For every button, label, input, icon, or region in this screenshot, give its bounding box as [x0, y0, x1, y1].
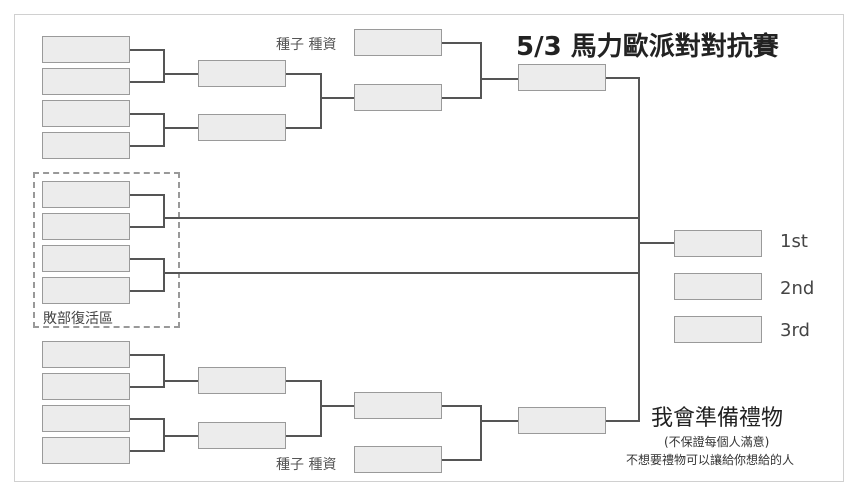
first-place-slot[interactable] — [674, 230, 762, 257]
first-place-label: 1st — [780, 231, 808, 252]
repechage-slot-2[interactable] — [42, 213, 130, 240]
connector — [606, 420, 640, 422]
third-place-slot[interactable] — [674, 316, 762, 343]
gift-note-title: 我會準備禮物 — [651, 406, 784, 431]
connector — [320, 380, 322, 437]
connector — [163, 217, 640, 219]
tournament-title: 5/3 馬力歐派對對抗賽 — [516, 32, 779, 62]
repechage-slot-3[interactable] — [42, 245, 130, 272]
bottom-round3-slot[interactable] — [354, 392, 442, 419]
connector — [320, 73, 322, 129]
top-seed-slot[interactable] — [354, 29, 442, 56]
connector — [286, 127, 322, 129]
top-round1-slot-2[interactable] — [42, 68, 130, 95]
connector — [638, 242, 674, 244]
bottom-round2-slot-1[interactable] — [198, 367, 286, 394]
repechage-label: 敗部復活區 — [43, 311, 113, 327]
connector — [130, 49, 164, 51]
seed-label-bottom: 種子 種資 — [276, 457, 337, 473]
top-round1-slot-4[interactable] — [42, 132, 130, 159]
bottom-seed-slot[interactable] — [354, 446, 442, 473]
connector — [130, 290, 164, 292]
third-place-label: 3rd — [780, 320, 810, 341]
connector — [130, 81, 164, 83]
connector — [130, 386, 164, 388]
connector — [163, 354, 165, 388]
connector — [480, 405, 482, 461]
connector — [286, 73, 322, 75]
connector — [163, 127, 199, 129]
connector — [130, 226, 164, 228]
connector — [320, 97, 354, 99]
connector — [163, 435, 199, 437]
connector — [480, 78, 518, 80]
connector — [130, 258, 164, 260]
connector — [606, 77, 640, 79]
gift-note-line-2: 不想要禮物可以讓給你想給的人 — [626, 453, 795, 467]
connector — [480, 420, 518, 422]
connector — [163, 258, 165, 292]
repechage-area — [33, 172, 180, 328]
connector — [320, 405, 354, 407]
connector — [442, 459, 482, 461]
connector — [130, 145, 164, 147]
connector — [163, 73, 199, 75]
connector — [163, 380, 199, 382]
bottom-round1-slot-4[interactable] — [42, 437, 130, 464]
connector — [130, 194, 164, 196]
gift-note-line-1: (不保證每個人滿意) — [664, 435, 770, 449]
bottom-round2-slot-2[interactable] — [198, 422, 286, 449]
bottom-round1-slot-2[interactable] — [42, 373, 130, 400]
connector — [286, 380, 322, 382]
connector — [130, 450, 164, 452]
bottom-round1-slot-1[interactable] — [42, 341, 130, 368]
connector — [163, 49, 165, 83]
top-round1-slot-1[interactable] — [42, 36, 130, 63]
top-round2-slot-2[interactable] — [198, 114, 286, 141]
top-final-slot[interactable] — [518, 64, 606, 91]
connector — [480, 42, 482, 99]
connector — [130, 418, 164, 420]
repechage-slot-4[interactable] — [42, 277, 130, 304]
connector — [163, 113, 165, 147]
seed-label-top: 種子 種資 — [276, 37, 337, 53]
bottom-round1-slot-3[interactable] — [42, 405, 130, 432]
connector — [442, 97, 482, 99]
connector — [163, 194, 165, 228]
connector — [286, 435, 322, 437]
connector — [442, 42, 482, 44]
second-place-slot[interactable] — [674, 273, 762, 300]
connector — [130, 354, 164, 356]
connector — [442, 405, 482, 407]
connector — [638, 77, 640, 422]
connector — [163, 272, 640, 274]
second-place-label: 2nd — [780, 278, 815, 299]
top-round1-slot-3[interactable] — [42, 100, 130, 127]
connector — [130, 113, 164, 115]
repechage-slot-1[interactable] — [42, 181, 130, 208]
top-round3-slot[interactable] — [354, 84, 442, 111]
bottom-final-slot[interactable] — [518, 407, 606, 434]
top-round2-slot-1[interactable] — [198, 60, 286, 87]
